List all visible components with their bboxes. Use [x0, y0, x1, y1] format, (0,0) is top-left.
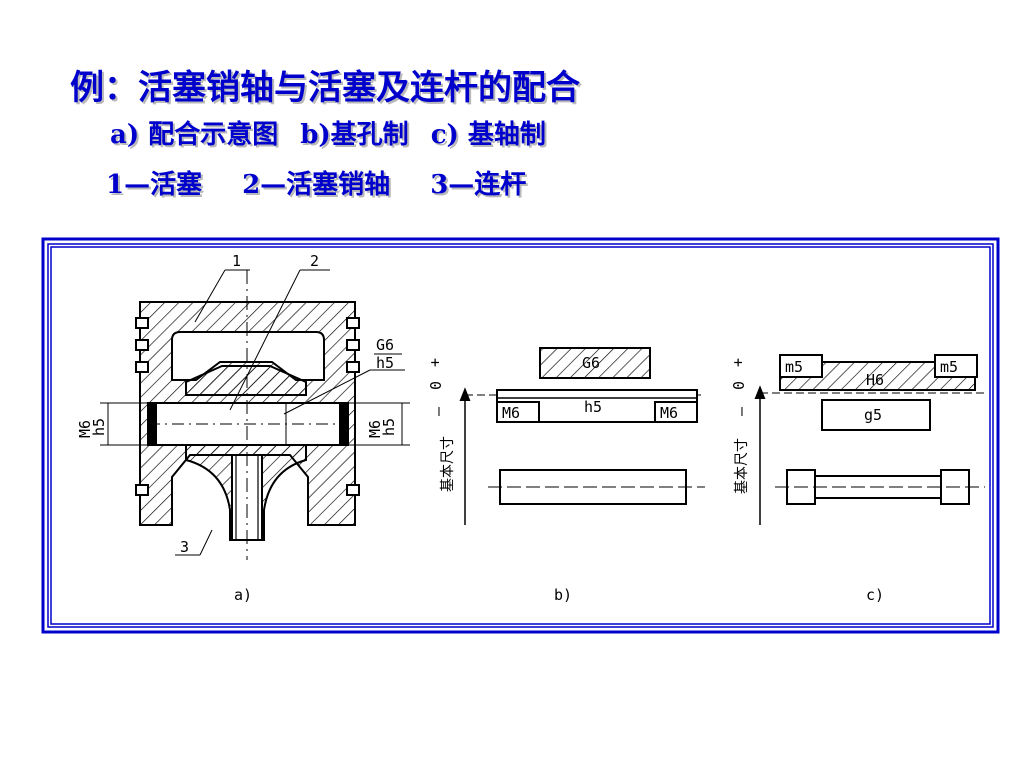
label-g5: g5 [864, 406, 882, 424]
axis-zero-c: 0 [730, 381, 748, 390]
caption-b: b) [554, 586, 572, 604]
left-dim-top: M6 [76, 420, 94, 438]
ring-grooves-left [135, 317, 149, 496]
label-g6: G6 [582, 354, 600, 372]
axis-zero-b: 0 [427, 381, 445, 390]
label-m5-right: m5 [940, 358, 958, 376]
left-dim-bottom: h5 [90, 418, 108, 436]
subtitle-c: c) 基轴制 [430, 120, 546, 150]
part-a-piston-drawing [100, 269, 410, 560]
part-c-shaft-basis [754, 354, 985, 525]
label-h6: H6 [866, 371, 884, 389]
axis-minus-b: — [429, 406, 447, 416]
legend-item-2: 2—活塞销轴 [242, 170, 391, 200]
label-m5-left: m5 [785, 358, 803, 376]
part-b-hole-basis [459, 347, 705, 525]
tolerance-zone-m6-right [654, 401, 698, 423]
subtitle-b: b)基孔制 [300, 120, 409, 150]
part-b-labels: + 0 — 基本尺寸 G6 h5 M6 M6 b) [426, 354, 678, 604]
subtitle-line: a) 配合示意图 b)基孔制 c) 基轴制 [110, 114, 546, 151]
label-m6-left: M6 [502, 404, 520, 422]
label-h5: h5 [584, 398, 602, 416]
ring-grooves-right [346, 317, 360, 496]
leader-label-1: 1 [232, 252, 241, 270]
right-dim-top: M6 [366, 420, 384, 438]
pin-shaft-c-left [786, 469, 816, 505]
page-title: 例：活塞销轴与活塞及连杆的配合 [70, 68, 580, 108]
part-c-labels: + 0 — 基本尺寸 m5 m5 H6 g5 c) [729, 358, 958, 604]
label-m6-right: M6 [660, 404, 678, 422]
axis-label-b: 基本尺寸 [439, 436, 456, 492]
tolerance-zone-m5-left [779, 354, 823, 378]
pin-boss [185, 365, 307, 396]
leader-label-3: 3 [180, 538, 189, 556]
axis-minus-c: — [732, 406, 750, 416]
tolerance-zone-g6 [539, 347, 651, 379]
legend-item-3: 3—连杆 [430, 170, 527, 200]
legend-line: 1—活塞 2—活塞销轴 3—连杆 [106, 164, 526, 201]
subtitle-a: a) 配合示意图 [110, 120, 279, 150]
legend-item-1: 1—活塞 [106, 170, 203, 200]
caption-a: a) [234, 586, 252, 604]
axis-label-c: 基本尺寸 [733, 438, 750, 494]
part-a-labels: 1 2 3 G6 h5 M6 h5 M6 h5 a) [76, 252, 402, 604]
caption-c: c) [866, 586, 884, 604]
axis-plus-b: + [426, 358, 444, 367]
tolerance-zone-m5-right [934, 354, 978, 378]
right-dim-bottom: h5 [380, 418, 398, 436]
tolerance-zone-g5 [821, 399, 931, 431]
leader-label-2: 2 [310, 252, 319, 270]
fit-label-top: G6 [376, 336, 394, 354]
fit-label-bottom: h5 [376, 354, 394, 372]
tolerance-zone-m6-left [496, 401, 540, 423]
axis-plus-c: + [729, 358, 747, 367]
